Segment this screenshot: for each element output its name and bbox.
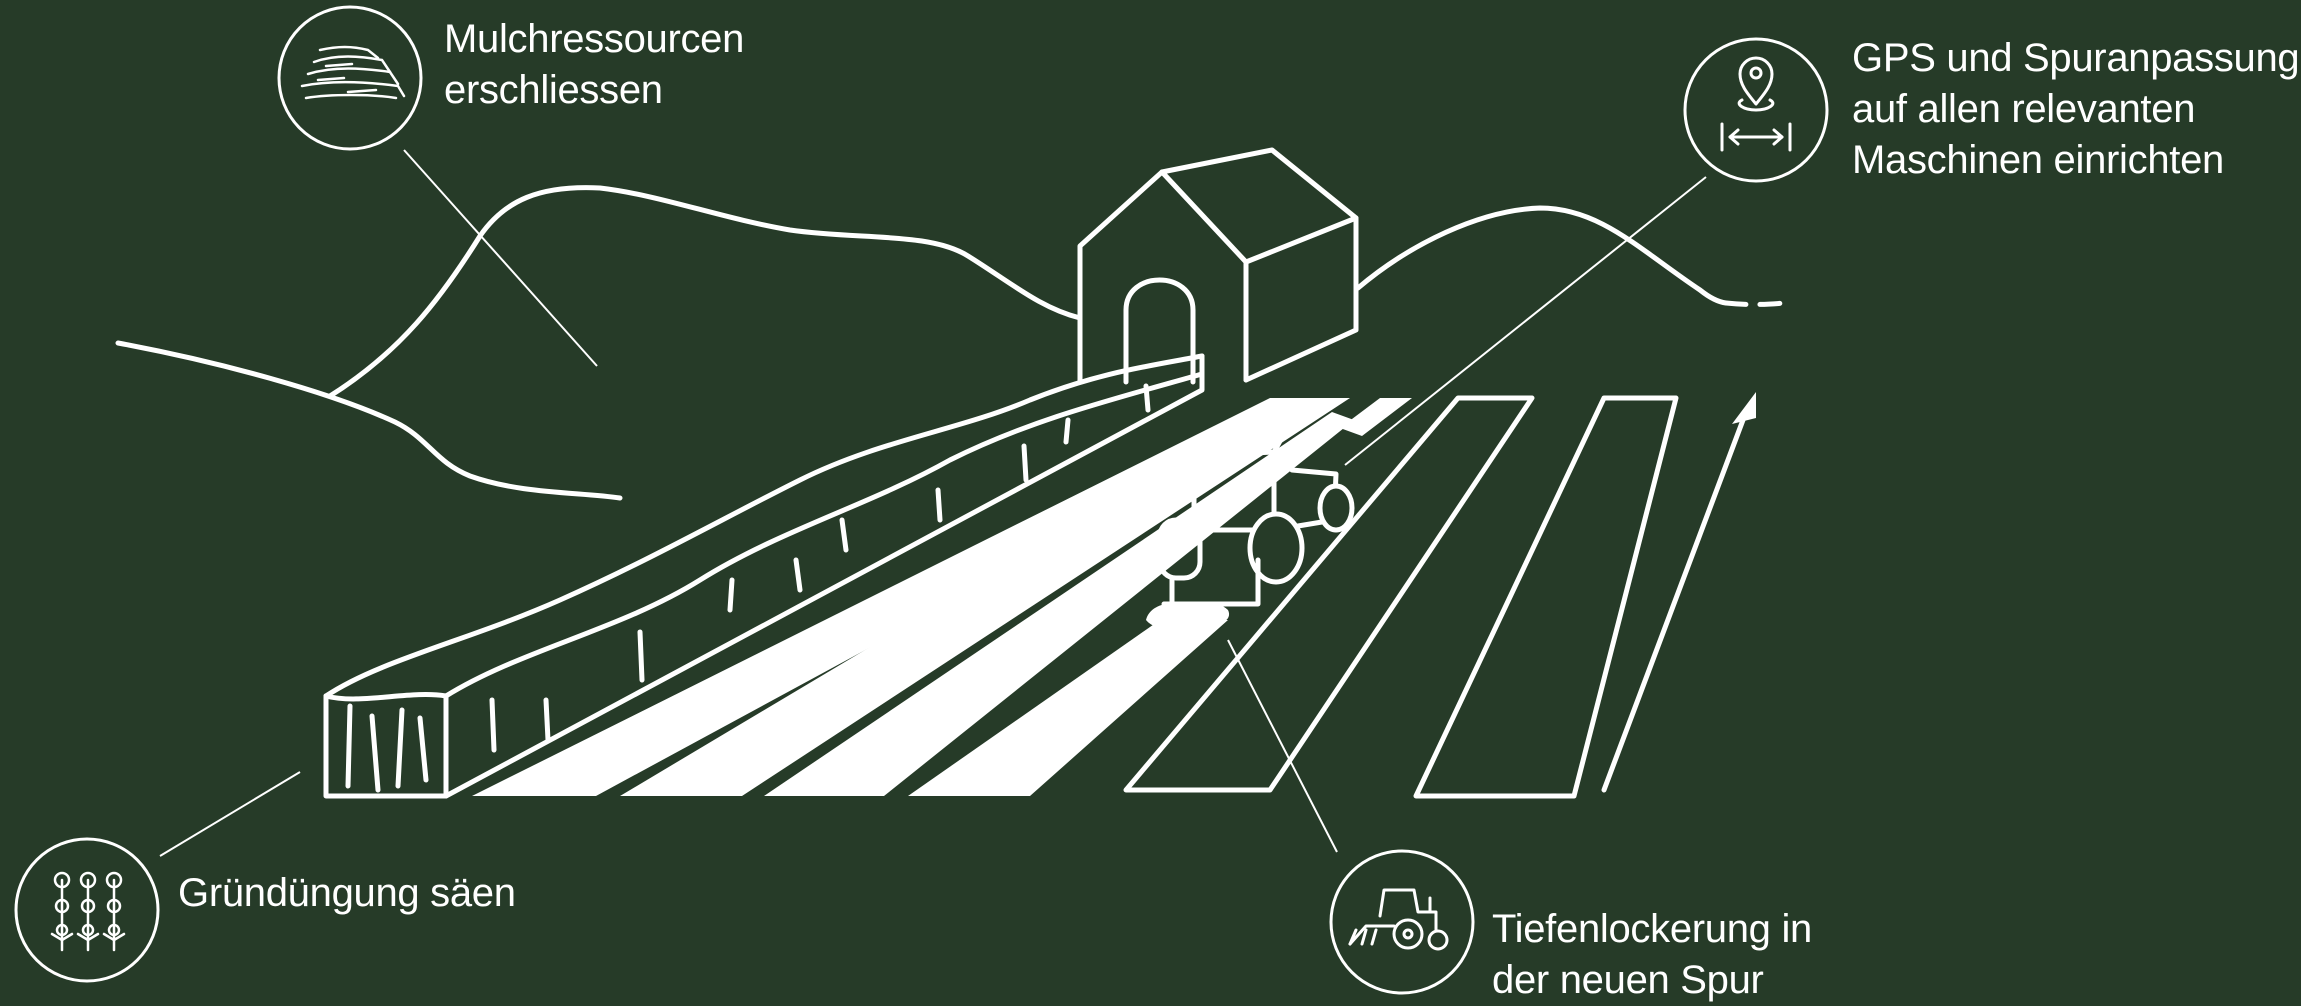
barn (1080, 150, 1356, 382)
direction-arrow-head (1732, 392, 1756, 424)
label-subsoiling-line-1: Tiefenlockerung in (1492, 904, 1812, 955)
label-subsoiling-line-2: der neuen Spur (1492, 955, 1812, 1006)
label-gps-line-2: auf allen relevanten (1852, 84, 2299, 135)
label-gps: GPS und Spuranpassung auf allen relevant… (1852, 33, 2299, 186)
leader-subsoiling (1228, 640, 1337, 852)
tramline-outline-2 (1416, 398, 1676, 796)
label-gps-line-1: GPS und Spuranpassung (1852, 33, 2299, 84)
leader-gps (1345, 177, 1706, 465)
hay-bale-icon (279, 7, 421, 149)
right-hill (1358, 208, 1726, 303)
label-mulch: Mulchressourcen erschliessen (444, 14, 744, 116)
right-hill-dashed (1726, 303, 1785, 305)
main-hill (330, 188, 1080, 396)
filled-tramlines (472, 392, 1756, 796)
plants-icon (16, 839, 158, 981)
leader-mulch (404, 150, 597, 366)
label-subsoiling: Tiefenlockerung in der neuen Spur (1492, 904, 1812, 1006)
tractor-icon (1331, 851, 1473, 993)
label-gps-line-3: Maschinen einrichten (1852, 135, 2299, 186)
label-green-manure: Gründüngung säen (178, 868, 516, 919)
gps-track-icon (1685, 39, 1827, 181)
label-green-manure-line-1: Gründüngung säen (178, 868, 516, 919)
label-mulch-line-1: Mulchressourcen (444, 14, 744, 65)
leader-green-manure (160, 772, 300, 856)
label-mulch-line-2: erschliessen (444, 65, 744, 116)
